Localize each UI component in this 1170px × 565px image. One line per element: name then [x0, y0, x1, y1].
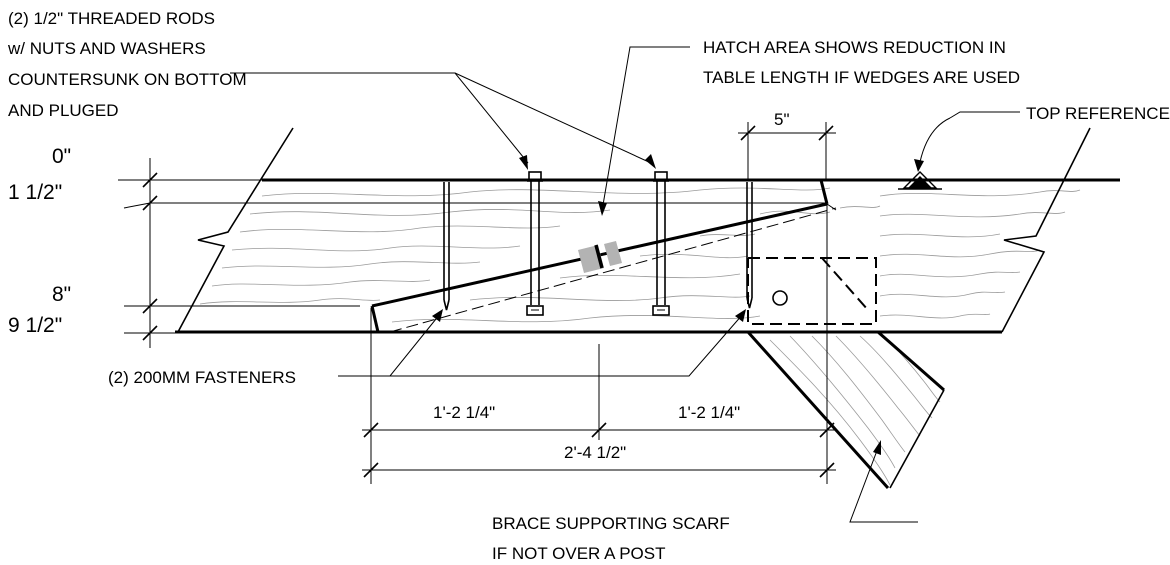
wedge-width-dimension: [738, 122, 836, 180]
note-brace-line-1: BRACE SUPPORTING SCARF: [492, 514, 730, 533]
scarf-cut: [370, 179, 837, 333]
note-threaded-rods: (2) 1/2" THREADED RODS w/ NUTS AND WASHE…: [7, 9, 247, 120]
dimension-wedge-width: 5": [774, 110, 790, 129]
scarf-right-toe: [819, 179, 829, 205]
hidden-post: [747, 257, 877, 325]
wedge-key: [594, 244, 604, 269]
beam-right-break: [1001, 127, 1091, 333]
beam-wood-grain: [199, 187, 1081, 323]
threaded-rod-right: [652, 171, 670, 316]
note-fasteners: (2) 200MM FASTENERS: [108, 368, 296, 387]
brace-left-edge: [746, 330, 890, 490]
brace-wood-grain: [769, 335, 941, 486]
threaded-rod-left: [526, 171, 544, 316]
note-hatch-area: HATCH AREA SHOWS REDUCTION IN TABLE LENG…: [703, 38, 1020, 87]
scarf-left-toe: [370, 305, 380, 333]
note-threaded-rods-line-4: AND PLUGED: [8, 101, 119, 120]
elevation-label-lower: 8": [52, 283, 71, 306]
elevation-label-upper: 1 1/2": [8, 181, 62, 204]
horizontal-dimensions: [362, 204, 836, 484]
brace: [746, 330, 945, 490]
note-brace-line-2: IF NOT OVER A POST: [492, 544, 666, 563]
dimension-right-half: 1'-2 1/4": [678, 403, 740, 422]
elevation-dimensions: [118, 158, 827, 348]
note-hatch-area-line-2: TABLE LENGTH IF WEDGES ARE USED: [703, 68, 1020, 87]
brace-right-edge: [877, 330, 945, 392]
top-reference-mark: [898, 171, 942, 190]
wedge-reduction-line: [389, 207, 837, 333]
wedge-hatch-right: [604, 241, 622, 266]
brace-break: [889, 389, 945, 489]
elevation-label-bottom: 9 1/2": [8, 314, 62, 337]
note-threaded-rods-line-3: COUNTERSUNK ON BOTTOM: [8, 70, 247, 89]
beam-outline: [175, 127, 1120, 334]
dowel-circle: [772, 290, 788, 306]
fastener-left: [443, 182, 450, 311]
note-threaded-rods-line-2: w/ NUTS AND WASHERS: [7, 39, 206, 58]
elevation-label-top: 0": [52, 145, 71, 168]
leader-lines: [230, 46, 1020, 523]
note-brace: BRACE SUPPORTING SCARF IF NOT OVER A POS…: [492, 514, 730, 563]
note-top-reference: TOP REFERENCE: [1026, 104, 1170, 123]
note-threaded-rods-line-1: (2) 1/2" THREADED RODS: [8, 9, 215, 28]
dimension-overall: 2'-4 1/2": [564, 443, 626, 462]
note-hatch-area-line-1: HATCH AREA SHOWS REDUCTION IN: [703, 38, 1006, 57]
dimension-left-half: 1'-2 1/4": [433, 403, 495, 422]
fastener-right: [746, 182, 753, 309]
beam-left-break: [177, 127, 294, 333]
